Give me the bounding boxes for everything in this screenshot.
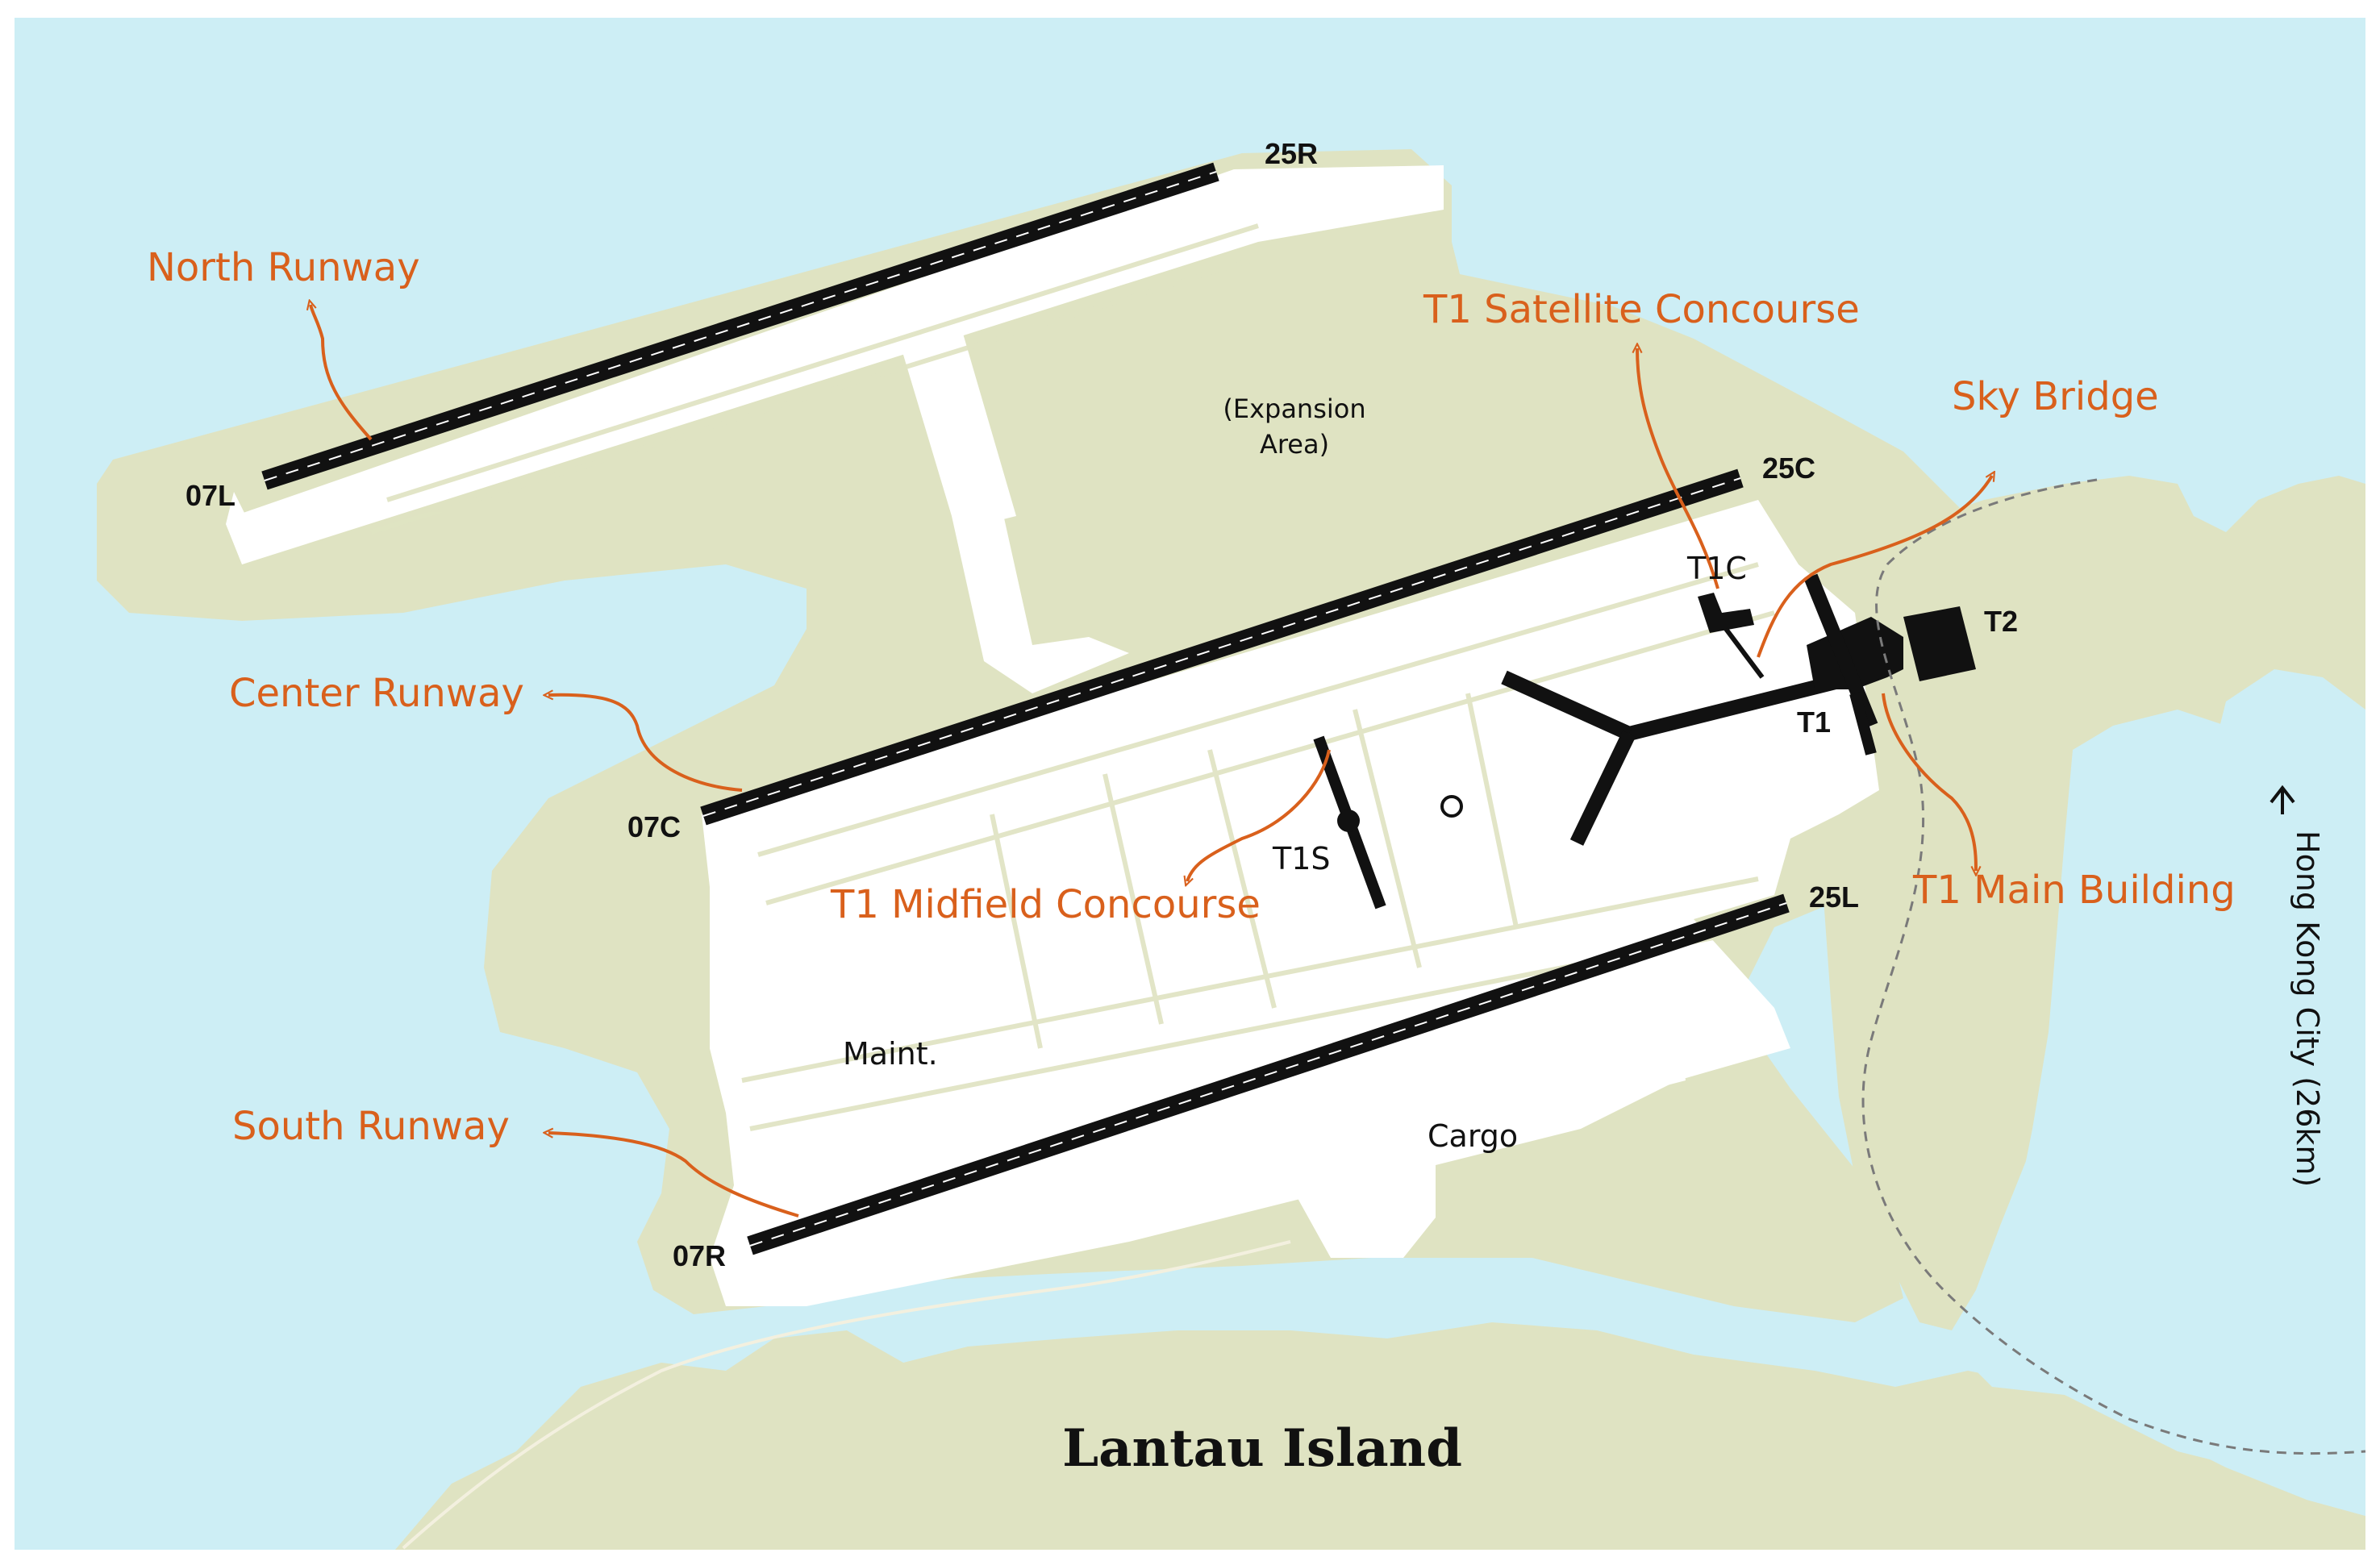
- maint-label: Maint.: [843, 1036, 938, 1072]
- lantau-island-label: Lantau Island: [1062, 1418, 1462, 1479]
- t1-main-arrow: [1882, 693, 1976, 871]
- callout-arrows: [311, 305, 1992, 1218]
- callout-t1-satellite: T1 Satellite Concourse: [1423, 287, 1860, 332]
- expansion-area-line1: (Expansion: [1223, 393, 1365, 424]
- terminals: [1313, 573, 1976, 910]
- t1c-building: [1698, 593, 1754, 633]
- t1-midfield-arrow: [1187, 749, 1331, 881]
- runway-end-07r: 07R: [673, 1239, 726, 1272]
- callout-center-runway: Center Runway: [229, 671, 524, 716]
- north-runway-arrow: [311, 305, 373, 441]
- runway-end-07c: 07C: [627, 810, 681, 843]
- callout-north-runway: North Runway: [147, 245, 420, 290]
- center-runway-arrow: [548, 695, 743, 792]
- expansion-area-line2: Area): [1260, 429, 1329, 460]
- cargo-label: Cargo: [1428, 1118, 1518, 1154]
- south-runway-arrow: [548, 1133, 799, 1218]
- callout-south-runway: South Runway: [232, 1104, 510, 1149]
- runway-end-25c: 25C: [1762, 452, 1815, 485]
- hong-kong-city-label: Hong Kong City (26km): [2290, 830, 2325, 1187]
- callout-t1-main: T1 Main Building: [1912, 868, 2236, 913]
- callout-sky-bridge: Sky Bridge: [1952, 374, 2159, 419]
- runway-end-07l: 07L: [185, 479, 235, 512]
- terminal-t2-label: T2: [1984, 605, 2018, 638]
- callout-t1-midfield: T1 Midfield Concourse: [830, 882, 1261, 927]
- road-dashed-line: [1861, 478, 2366, 1455]
- runway-end-25l: 25L: [1809, 880, 1859, 914]
- t1-y-arm-lower: [1569, 731, 1636, 846]
- control-tower-icon: [1440, 795, 1463, 818]
- terminal-t1s-label: T1S: [1272, 841, 1331, 876]
- lantau-road: [402, 1240, 1291, 1550]
- inlet-water: [1960, 710, 2365, 1516]
- terminal-t1-label: T1: [1797, 706, 1831, 739]
- lantau-island: [395, 1322, 2365, 1550]
- t1-satellite-arrow: [1637, 348, 1719, 589]
- hong-kong-direction: Hong Kong City (26km): [2270, 785, 2325, 1187]
- runway-end-25r: 25R: [1265, 137, 1318, 170]
- t2-building: [1903, 606, 1976, 681]
- sky-bridge-arrow: [1757, 476, 1992, 658]
- t1-y-arm-upper: [1501, 670, 1632, 741]
- terminal-t1c-label: T1C: [1686, 551, 1747, 586]
- runways: [261, 162, 1790, 1255]
